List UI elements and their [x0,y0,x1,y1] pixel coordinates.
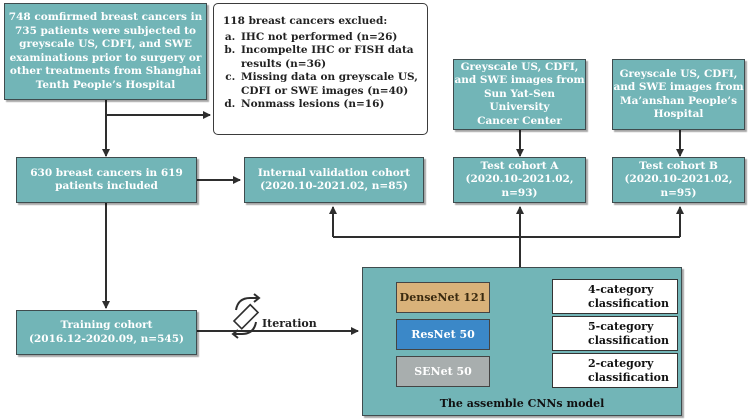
densenet-121-block: DenseNet 121 [396,282,490,313]
source-a-text: Greyscale US, CDFI, and SWE images from … [454,60,585,127]
output-2-category-text: 2-category classification [588,357,669,384]
included-text: 630 breast cancers in 619 patients inclu… [30,166,183,193]
model-title: The assemble CNNs model [439,397,605,410]
exclusion-item: IHC not performed (n=26) [239,31,421,45]
senet-label: SENet 50 [414,365,472,378]
test-cohort-a-text: Test cohort A (2020.10-2021.02, n=93) [465,159,574,199]
output-4-category: 4-category classification [552,279,678,314]
iteration-icon [231,293,261,339]
enrollment-box: 748 comfirmed breast cancers in 735 pati… [4,3,207,100]
output-5-category: 5-category classification [552,316,678,351]
output-5-category-text: 5-category classification [588,320,669,347]
exclusion-list: IHC not performed (n=26) Incompelte IHC … [223,31,421,112]
training-cohort-box: Training cohort (2016.12-2020.09, n=545) [16,310,197,355]
senet-50-block: SENet 50 [396,356,490,387]
internal-validation-text: Internal validation cohort (2020.10-2021… [257,166,411,193]
test-cohort-b-text: Test cohort B (2020.10-2021.02, n=95) [624,159,733,199]
output-2-category: 2-category classification [552,353,678,388]
exclusion-box: 118 breast cancers exclued: IHC not perf… [213,3,428,135]
training-cohort-text: Training cohort (2016.12-2020.09, n=545) [29,319,184,345]
exclusion-item: Missing data on greyscale US, CDFI or SW… [239,71,421,98]
output-4-category-text: 4-category classification [588,283,669,310]
exclusion-title: 118 breast cancers exclued: [223,15,388,27]
exclusion-item: Nonmass lesions (n=16) [239,98,421,112]
source-b-text: Greyscale US, CDFI, and SWE images from … [613,67,744,121]
test-cohort-a-box: Test cohort A (2020.10-2021.02, n=93) [453,157,586,203]
densenet-label: DenseNet 121 [399,291,487,304]
resnet-label: ResNet 50 [411,328,475,341]
iteration-label: Iteration [262,317,317,330]
included-box: 630 breast cancers in 619 patients inclu… [16,157,197,203]
exclusion-item: Incompelte IHC or FISH data results (n=3… [239,44,421,71]
source-b-box: Greyscale US, CDFI, and SWE images from … [612,59,745,130]
resnet-50-block: ResNet 50 [396,319,490,350]
test-cohort-b-box: Test cohort B (2020.10-2021.02, n=95) [612,157,745,203]
enrollment-text: 748 comfirmed breast cancers in 735 pati… [8,11,203,91]
internal-validation-box: Internal validation cohort (2020.10-2021… [244,157,424,203]
source-a-box: Greyscale US, CDFI, and SWE images from … [453,59,586,130]
